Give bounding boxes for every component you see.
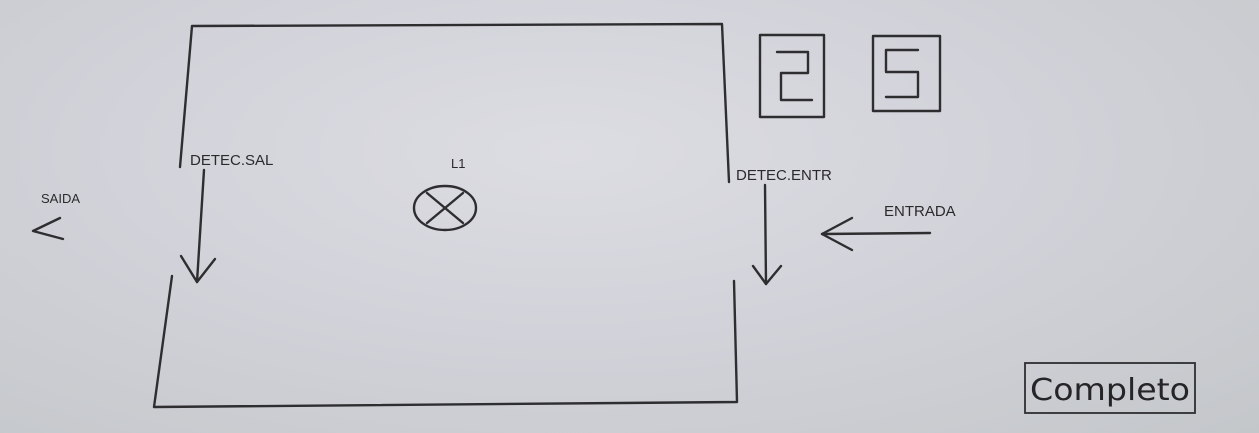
lamp-icon — [412, 184, 478, 232]
entrance-direction-arrow — [820, 216, 932, 252]
lamp-label: L1 — [451, 156, 465, 171]
digit-tens — [758, 33, 826, 119]
seven-segment-glyph-ones — [884, 48, 920, 99]
exit-direction-arrow — [31, 216, 65, 241]
digit-ones — [871, 34, 942, 113]
counter-display: 2 5 — [758, 33, 942, 119]
exit-detector-label: DETEC.SAL — [190, 152, 273, 169]
parking-wall-upper — [178, 22, 731, 184]
entry-direction-label: ENTRADA — [884, 203, 956, 220]
status-label: Completo — [1030, 373, 1190, 408]
exit-detector-arrow — [179, 168, 217, 284]
status-badge: Completo — [1024, 362, 1196, 414]
exit-direction-label: SAIDA — [41, 191, 80, 206]
counter-value-tens: 2 — [792, 79, 793, 81]
entry-detector-arrow — [751, 183, 783, 286]
counter-value-ones: 5 — [906, 79, 907, 81]
parking-wall-lower — [152, 274, 739, 409]
seven-segment-glyph-tens — [775, 50, 814, 102]
entry-detector-label: DETEC.ENTR — [736, 167, 832, 184]
